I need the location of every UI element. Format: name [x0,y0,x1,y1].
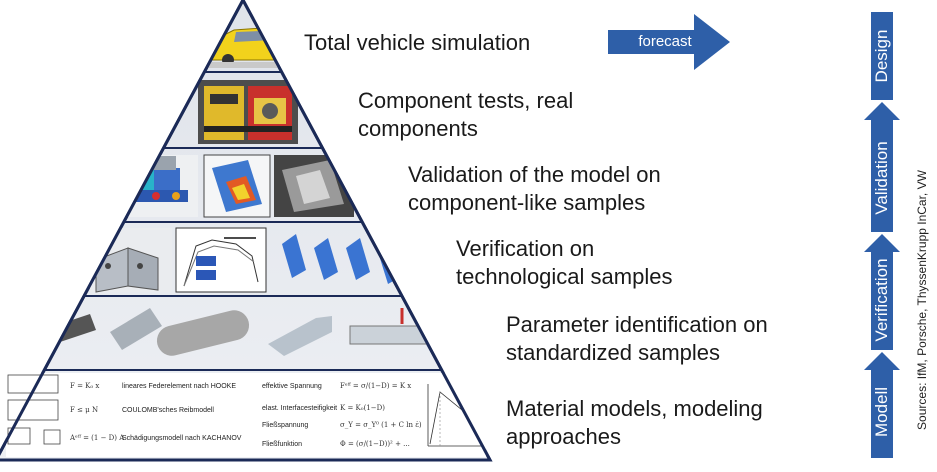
term-effective-stress: effektive Spannung [262,383,322,390]
step-label-design: Design [872,29,891,83]
step-label-verification: Verification [872,258,891,342]
sources-note: Sources: IfM, Porsche, ThyssenKrupp InCa… [915,170,929,430]
eq-yield-stress: σ_Y = σ_Y⁰ (1 + C ln ε̇) [340,421,422,429]
level-label-parameter-1: Parameter identification on [506,312,768,337]
process-chain [864,12,900,458]
step-label-modell: Modell [872,386,891,438]
step-arrow-modell [864,352,900,458]
term-interface-stiffness: elast. Interfacesteifigkeit [262,405,337,412]
formula-coulomb: F ≤ μ N [70,406,98,414]
eq-effective-stress: Fᵉᶠᶠ = σ/(1−D) = K x [340,382,411,390]
level-label-material-2: approaches [506,424,621,449]
level-label-total-vehicle: Total vehicle simulation [304,30,531,55]
step-box-design [871,12,893,100]
level-label-verification-2: technological samples [456,264,673,289]
step-arrow-validation [864,102,900,232]
step-arrow-verification [864,234,900,350]
eq-yield-function: Φ = (σ/(1−D))² + ... [340,440,410,448]
level-label-component-tests-2: components [358,116,478,141]
term-yield-function: Fließfunktion [262,441,302,448]
level-label-validation-1: Validation of the model on [408,162,661,187]
forecast-label: forecast [638,33,692,50]
model-hooke: lineares Federelement nach HOOKE [122,383,236,390]
formula-kachanov: Aᵉᶠᶠ = (1 − D) A [69,434,125,442]
term-yield-stress: Fließspannung [262,422,308,429]
level-label-component-tests-1: Component tests, real [358,88,574,113]
formula-hooke: F = K₀ x [70,382,99,390]
level-label-validation-2: component-like samples [408,190,646,215]
model-kachanov: Schädigungsmodell nach KACHANOV [122,435,242,442]
forecast-arrow [608,14,730,70]
material-table: F = K₀ x lineares Federelement nach HOOK… [6,373,486,457]
level-label-verification-1: Verification on [456,236,595,261]
eq-interface-stiffness: K = K₀(1−D) [340,404,385,412]
level-label-material-1: Material models, modeling [506,396,763,421]
component-test-image [198,80,298,144]
level-label-parameter-2: standardized samples [506,340,721,365]
step-label-validation: Validation [872,141,891,215]
model-coulomb: COULOMB'sches Reibmodell [122,407,214,414]
